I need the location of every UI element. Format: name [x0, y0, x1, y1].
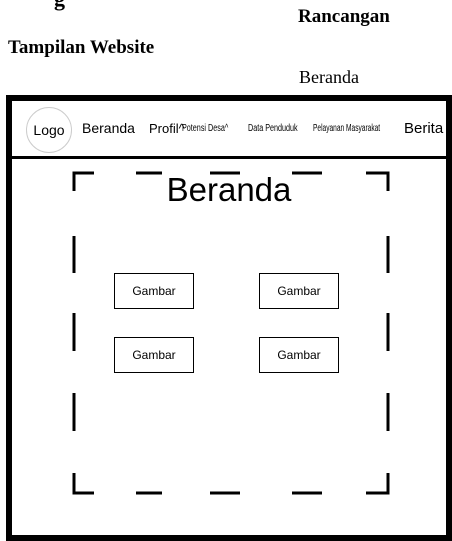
mockup-page-title: Beranda — [166, 171, 292, 208]
nav-data-penduduk: Data Penduduk — [248, 123, 298, 134]
figure-caption: Beranda — [299, 67, 359, 87]
mockup-navbar: Logo Beranda Profil^ Potensi Desa^ Data … — [12, 101, 446, 159]
image-placeholder: Gambar — [114, 337, 194, 373]
logo-placeholder: Logo — [26, 107, 72, 153]
image-placeholder: Gambar — [114, 273, 194, 309]
document-subheading: Tampilan Website — [8, 37, 155, 58]
nav-berita: Berita — [404, 120, 444, 137]
image-placeholder: Gambar — [259, 337, 339, 373]
heading-fragment: g — [54, 0, 65, 12]
image-placeholder: Gambar — [259, 273, 339, 309]
nav-pelayanan-masyarakat: Pelayanan Masyarakat — [313, 123, 381, 134]
nav-profil: Profil^ — [149, 121, 185, 136]
nav-beranda: Beranda — [82, 120, 135, 136]
dashed-content-frame — [72, 171, 390, 495]
nav-potensi-desa: Potensi Desa^ — [182, 123, 229, 134]
document-heading: Rancangan — [298, 6, 390, 27]
website-mockup: Logo Beranda Profil^ Potensi Desa^ Data … — [6, 95, 452, 541]
